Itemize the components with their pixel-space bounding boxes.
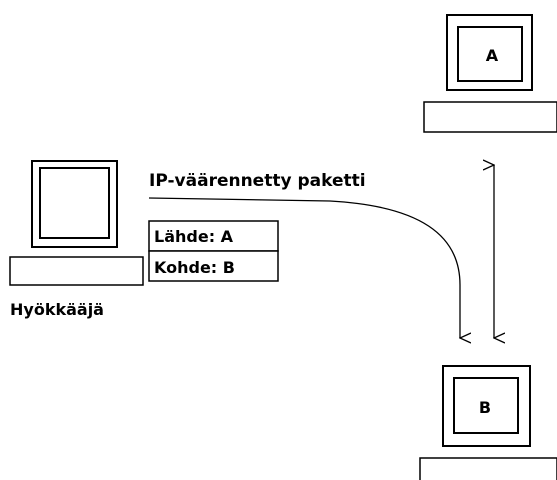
- packet-destination-text: Kohde: B: [154, 258, 235, 277]
- computer-a: A: [423, 14, 557, 133]
- computer-a-label: A: [486, 46, 499, 65]
- spoofed-packet-arrow: [148, 197, 460, 338]
- computer-b: B: [419, 365, 557, 480]
- computer-a-keyboard: [423, 101, 557, 133]
- attacker-computer: Hyökkääjä: [9, 160, 144, 319]
- packet-destination-cell: [148, 250, 279, 282]
- computer-b-label: B: [479, 398, 491, 417]
- attacker-monitor-inner: [39, 167, 110, 239]
- attacker-label: Hyökkääjä: [10, 300, 104, 319]
- packet-title: IP-väärennetty paketti: [149, 171, 366, 191]
- computer-a-monitor-inner: [457, 26, 523, 82]
- packet-source-cell: [148, 220, 279, 252]
- packet-header-box: Lähde: A Kohde: B: [148, 220, 279, 282]
- packet-source-text: Lähde: A: [154, 227, 234, 246]
- computer-b-monitor-inner: [453, 377, 519, 434]
- attacker-keyboard: [9, 256, 144, 286]
- computer-b-keyboard: [419, 457, 557, 480]
